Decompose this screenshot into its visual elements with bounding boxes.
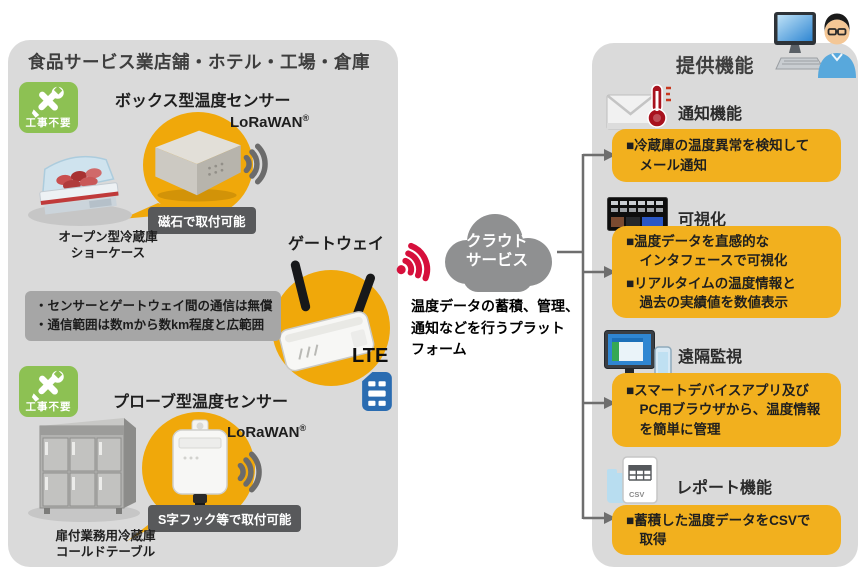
attach-note-label: S字フック等で取付可能 <box>148 505 302 532</box>
probe-sensor-icon <box>172 419 228 518</box>
lorawan-label: LoRaWAN® <box>227 423 306 441</box>
showcase-caption: オープン型冷蔵庫 ショーケース <box>58 230 158 261</box>
box-sensor-title: ボックス型温度センサー <box>115 93 291 110</box>
attach-note-label: 磁石で取付可能 <box>148 207 256 234</box>
lorawan-label: LoRaWAN® <box>230 113 309 131</box>
cloud-description: 温度データの蓄積、管理、 通知などを行うプラット フォーム <box>411 298 579 358</box>
feature-bullet: ■蓄積した温度データをCSVで 取得 <box>626 512 811 547</box>
no-construction-badge: 工事不要 <box>19 366 78 417</box>
arrow-head-icon <box>604 512 616 524</box>
right-panel-title: 提供機能 <box>675 56 754 77</box>
feature-box-report: ■蓄積した温度データをCSVで 取得 <box>612 505 841 555</box>
gateway-title: ゲートウェイ <box>288 236 385 253</box>
lte-label: LTE <box>352 345 389 367</box>
cloud-label: クラウド サービス <box>465 233 528 270</box>
arrow-head-icon <box>604 149 616 161</box>
signal-waves-icon <box>237 451 262 493</box>
dashboard-icon <box>607 197 668 231</box>
open-showcase-fridge-icon <box>28 155 132 226</box>
arrow-head-icon <box>604 397 616 409</box>
gateway-note: ・センサーとゲートウェイ間の通信は無償 <box>35 299 273 313</box>
signal-waves-icon <box>243 143 268 185</box>
feature-bullet: ■スマートデバイスアプリ及び PC用ブラウザから、温度情報 を簡単に管理 <box>626 383 821 437</box>
sim-card-icon <box>362 372 392 411</box>
no-construction-badge: 工事不要 <box>19 82 78 133</box>
gateway-note: ・通信範囲は数mから数km程度と広範囲 <box>35 317 265 332</box>
box-sensor-icon <box>155 130 241 202</box>
feature-label-notification: 通知機能 <box>678 106 743 123</box>
feature-label-visualization: 可視化 <box>678 212 727 229</box>
feature-bullet: ■温度データを直感的な インタフェースで可視化 <box>626 233 788 268</box>
cloud-icon <box>445 214 552 292</box>
badge-label: 工事不要 <box>25 117 72 129</box>
csv-file-icon: CSV <box>607 456 658 504</box>
arrow-head-icon <box>604 266 616 278</box>
feature-bullet: ■冷蔵庫の温度異常を検知して メール通知 <box>626 138 810 173</box>
tools-icon <box>31 370 64 402</box>
feature-box-notification: ■冷蔵庫の温度異常を検知して メール通知 <box>612 129 841 182</box>
badge-label: 工事不要 <box>25 401 72 413</box>
monitor-smartphone-icon <box>604 330 672 380</box>
registered-mark: ® <box>302 113 310 123</box>
feature-box-visualization: ■温度データを直感的な インタフェースで可視化 ■リアルタイムの温度情報と 過去… <box>612 226 841 318</box>
feature-bullet: ■リアルタイムの温度情報と 過去の実績値を数値表示 <box>626 276 796 311</box>
registered-mark: ® <box>299 423 307 433</box>
gateway-router-icon <box>279 260 376 372</box>
feature-box-remote-monitoring: ■スマートデバイスアプリ及び PC用ブラウザから、温度情報 を簡単に管理 <box>612 373 841 447</box>
lorawan-text: LoRaWAN <box>227 424 300 441</box>
fridge-caption: 扉付業務用冷蔵庫 コールドテーブル <box>55 529 156 560</box>
gateway-info-box: ・センサーとゲートウェイ間の通信は無償 ・通信範囲は数mから数km程度と広範囲 <box>25 291 281 341</box>
mail-thermometer-icon <box>606 84 671 130</box>
feature-label-remote-monitoring: 遠隔監視 <box>678 349 743 366</box>
commercial-fridge-icon <box>28 418 140 522</box>
red-signal-icon <box>396 242 431 282</box>
lorawan-text: LoRaWAN <box>230 114 303 131</box>
left-panel-title: 食品サービス業店舗・ホテル・工場・倉庫 <box>28 52 370 72</box>
person-at-computer-icon <box>774 12 856 78</box>
feature-label-report: レポート機能 <box>676 480 773 497</box>
csv-label: CSV <box>629 490 644 499</box>
probe-sensor-title: プローブ型温度センサー <box>113 394 289 411</box>
tools-icon <box>31 86 64 118</box>
